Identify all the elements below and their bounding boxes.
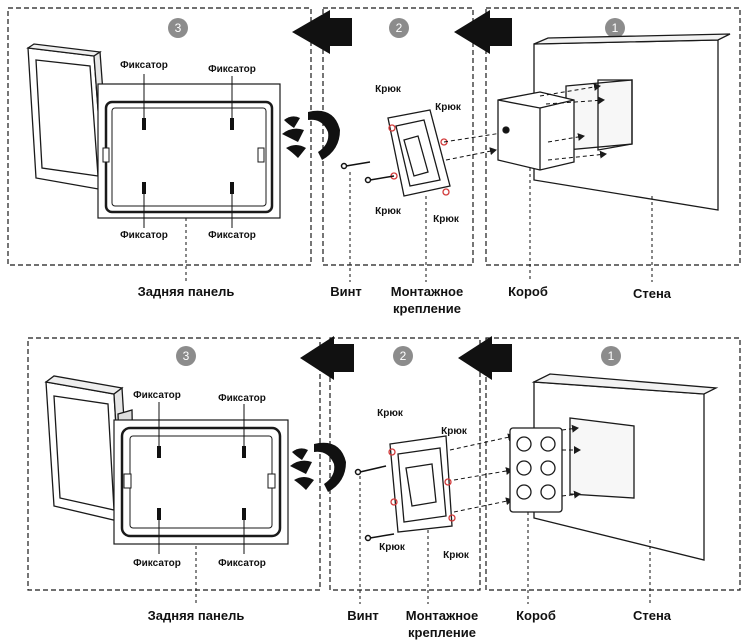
hook-label: Крюк (379, 542, 406, 553)
latch-label: Фиксатор (218, 393, 266, 404)
step1-frame (485, 337, 741, 591)
screw-label: Винт (347, 608, 379, 623)
step1-badge: 1 (601, 346, 621, 366)
insert-motion-icon (282, 110, 340, 160)
box-label: Короб (516, 608, 556, 623)
step3-badge: 3 (176, 346, 196, 366)
latch-tr-marker (230, 118, 234, 130)
box-label: Короб (508, 284, 548, 299)
svg-text:1: 1 (608, 349, 615, 363)
step3-frame (27, 337, 321, 591)
bracket-label-line2: крепление (408, 625, 476, 640)
bracket-label-line2: крепление (393, 301, 461, 316)
step-arrow-icon (458, 336, 512, 380)
step1-badge: 1 (605, 18, 625, 38)
svg-text:3: 3 (175, 21, 182, 35)
latch-bl-marker (142, 182, 146, 194)
latch-label: Фиксатор (133, 390, 181, 401)
diagram-top: 3 2 1 (7, 7, 741, 316)
step-arrow-icon (292, 10, 352, 54)
step2-badge: 2 (393, 346, 413, 366)
svg-text:3: 3 (183, 349, 190, 363)
junction-box (497, 91, 575, 171)
screw-label: Винт (330, 284, 362, 299)
diagram-bottom: 3 2 1 (27, 336, 741, 640)
svg-text:2: 2 (400, 349, 407, 363)
hook-label: Крюк (441, 426, 468, 437)
screw-icon (354, 465, 395, 542)
back-panel (97, 83, 281, 219)
step2-frame (329, 337, 481, 591)
latch-label: Фиксатор (208, 64, 256, 75)
step3-badge: 3 (168, 18, 188, 38)
junction-box (509, 427, 563, 513)
back-panel-label: Задняя панель (148, 608, 245, 623)
latch-label: Фиксатор (208, 230, 256, 241)
step-arrow-icon (300, 336, 354, 380)
hook-label: Крюк (435, 102, 462, 113)
hook-label: Крюк (433, 214, 460, 225)
step2-badge: 2 (389, 18, 409, 38)
latch-label: Фиксатор (120, 60, 168, 71)
svg-text:1: 1 (612, 21, 619, 35)
wall-label: Стена (633, 286, 672, 301)
latch-br-marker (230, 182, 234, 194)
mounting-bracket (388, 435, 456, 533)
screw-icon (340, 161, 395, 184)
bracket-label-line1: Монтажное (391, 284, 463, 299)
hook-label: Крюк (377, 408, 404, 419)
wall-label: Стена (633, 608, 672, 623)
step2-frame (322, 7, 474, 266)
step-arrow-icon (454, 10, 512, 54)
latch-label: Фиксатор (120, 230, 168, 241)
hook-label: Крюк (375, 206, 402, 217)
bracket-label-line1: Монтажное (406, 608, 478, 623)
wall (533, 33, 731, 211)
svg-text:2: 2 (396, 21, 403, 35)
back-panel (113, 419, 289, 545)
latch-label: Фиксатор (218, 558, 266, 569)
latch-tl-marker (142, 118, 146, 130)
mounting-bracket (387, 109, 451, 197)
hook-label: Крюк (443, 550, 470, 561)
insert-motion-icon (290, 442, 346, 492)
latch-label: Фиксатор (133, 558, 181, 569)
back-panel-label: Задняя панель (138, 284, 235, 299)
hook-label: Крюк (375, 84, 402, 95)
